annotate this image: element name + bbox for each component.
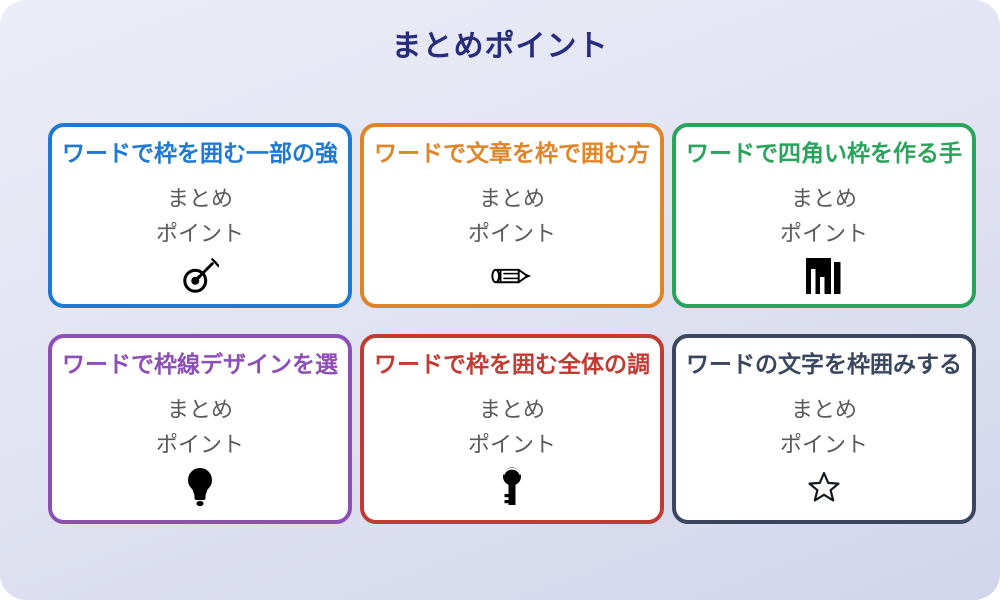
subtitle-line-2: ポイント — [779, 432, 868, 458]
summary-card-1[interactable]: ワードで枠を囲む一部の強 まとめ ポイント — [48, 123, 352, 308]
subtitle-line-1: まとめ — [790, 396, 857, 422]
card-title: ワードで枠を囲む一部の強 — [62, 140, 338, 166]
subtitle-line-1: まとめ — [478, 396, 545, 422]
subtitle-line-1: まとめ — [166, 185, 233, 211]
card-grid: ワードで枠を囲む一部の強 まとめ ポイント ワードで文章を枠で囲む方 — [0, 123, 1000, 524]
lightbulb-icon — [185, 468, 215, 507]
summary-card-4[interactable]: ワードで枠線デザインを選 まとめ ポイント — [48, 334, 352, 524]
pencil-icon — [489, 257, 535, 295]
subtitle-line-2: ポイント — [155, 432, 244, 458]
card-subtitle: まとめ ポイント — [780, 392, 868, 463]
subtitle-line-2: ポイント — [779, 221, 868, 247]
card-subtitle: まとめ ポイント — [780, 181, 868, 252]
card-title: ワードで四角い枠を作る手 — [686, 140, 962, 166]
subtitle-line-1: まとめ — [790, 185, 857, 211]
target-icon — [181, 257, 219, 295]
page-title: まとめポイント — [391, 30, 609, 63]
key-icon — [499, 467, 525, 506]
bar-chart-icon — [805, 257, 843, 295]
summary-card-6[interactable]: ワードの文字を枠囲みする まとめ ポイント — [672, 334, 976, 524]
subtitle-line-2: ポイント — [467, 432, 556, 458]
star-icon — [807, 468, 841, 506]
card-title: ワードで枠を囲む全体の調 — [374, 351, 650, 377]
card-subtitle: まとめ ポイント — [468, 181, 556, 252]
summary-card-5[interactable]: ワードで枠を囲む全体の調 まとめ ポイント — [360, 334, 664, 524]
subtitle-line-2: ポイント — [467, 221, 556, 247]
card-title: ワードの文字を枠囲みする — [686, 351, 962, 377]
card-subtitle: まとめ ポイント — [468, 392, 556, 463]
subtitle-line-1: まとめ — [166, 396, 233, 422]
summary-card-3[interactable]: ワードで四角い枠を作る手 まとめ ポイント — [672, 123, 976, 308]
subtitle-line-1: まとめ — [478, 185, 545, 211]
card-subtitle: まとめ ポイント — [156, 181, 244, 252]
card-title: ワードで文章を枠で囲む方 — [374, 140, 650, 166]
card-title: ワードで枠線デザインを選 — [62, 351, 338, 377]
summary-card-2[interactable]: ワードで文章を枠で囲む方 まとめ ポイント — [360, 123, 664, 308]
subtitle-line-2: ポイント — [155, 221, 244, 247]
card-subtitle: まとめ ポイント — [156, 392, 244, 463]
